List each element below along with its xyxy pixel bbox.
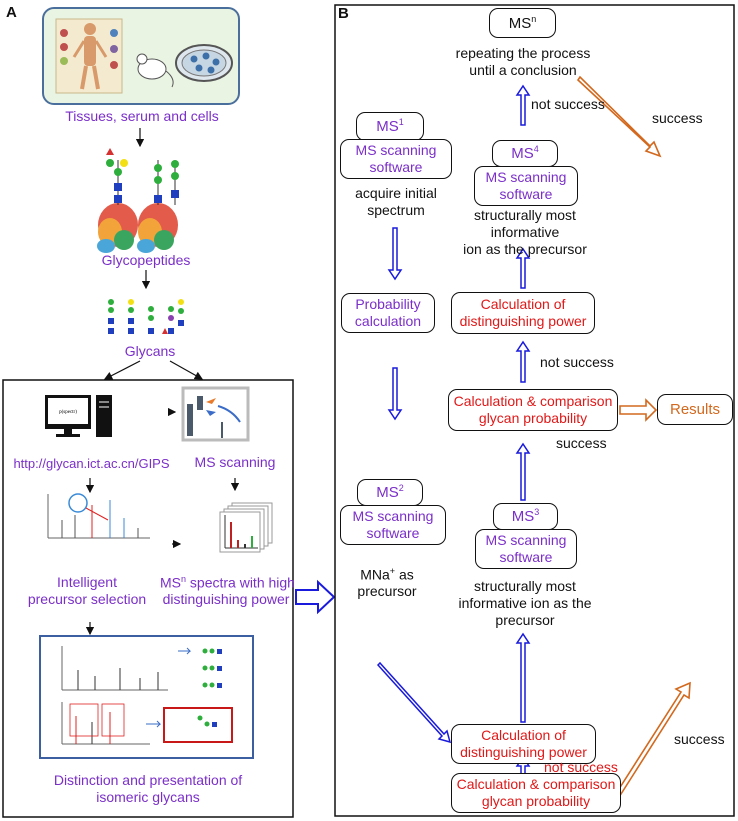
glycopeptide-structures (97, 148, 179, 253)
not-success-label-3: not success (544, 759, 618, 775)
arrow-dist-to-ms4 (515, 247, 531, 289)
distinction-figure (39, 635, 254, 759)
glycopeptides-label: Glycopeptides (101, 252, 191, 268)
svg-text:p(spectr): p(spectr) (59, 410, 77, 415)
not-success-label-1: not success (531, 96, 605, 112)
msn-spectra-stack (219, 502, 273, 553)
ms-scanning-label: MS scanning (194, 454, 276, 470)
arrow-dist2-to-ms3 (515, 632, 531, 723)
success-label-2: success (556, 435, 607, 451)
arrow-ms4-to-msn (515, 84, 531, 126)
gips-url[interactable]: http://glycan.ict.ac.cn/GIPS (13, 456, 170, 471)
transition-arrow (295, 579, 336, 615)
panel-b-label: B (338, 5, 349, 22)
mass-spectrometer-icon (181, 386, 250, 442)
results-box: Results (657, 394, 733, 425)
arrow-ms2-to-dist2 (376, 661, 452, 744)
computer-icon: p(spectr) (45, 395, 112, 437)
glycans-label: Glycans (124, 343, 176, 359)
arrow-ms3-to-comp (515, 442, 531, 501)
msn-spectra-label: MSn spectra with high distinguishing pow… (160, 574, 295, 608)
msn-box: MSn (489, 8, 556, 38)
intelligent-precursor-label: Intelligent precursor selection (27, 574, 147, 607)
samples-image (42, 7, 240, 105)
arrow-comp-to-dist (515, 340, 531, 383)
ms3-box: MS3 (493, 503, 558, 530)
mna-precursor-text: MNa+ as precursor (357, 566, 417, 600)
ms4-box: MS4 (492, 140, 558, 167)
not-success-label-2: not success (540, 354, 614, 370)
panel-a-label: A (6, 4, 17, 21)
arrow-ms1-to-prob (387, 227, 403, 281)
arrow-success-up (608, 681, 691, 807)
spectrum-thumbnail (47, 493, 150, 539)
ms1-box: MS1 (356, 112, 424, 141)
success-label-1: success (652, 110, 703, 126)
success-label-3: success (674, 731, 725, 747)
samples-illustration (55, 18, 233, 94)
arrow-msn-success (576, 75, 662, 158)
distinction-label: Distinction and presentation of isomeric… (53, 772, 243, 805)
ms2-box: MS2 (357, 479, 423, 506)
arrow-results (619, 398, 658, 422)
tissues-label: Tissues, serum and cells (65, 108, 219, 124)
glycan-structures (108, 299, 184, 334)
repeat-text: repeating the process until a conclusion (455, 45, 591, 78)
arrow-prob-to-ms2 (387, 367, 403, 421)
